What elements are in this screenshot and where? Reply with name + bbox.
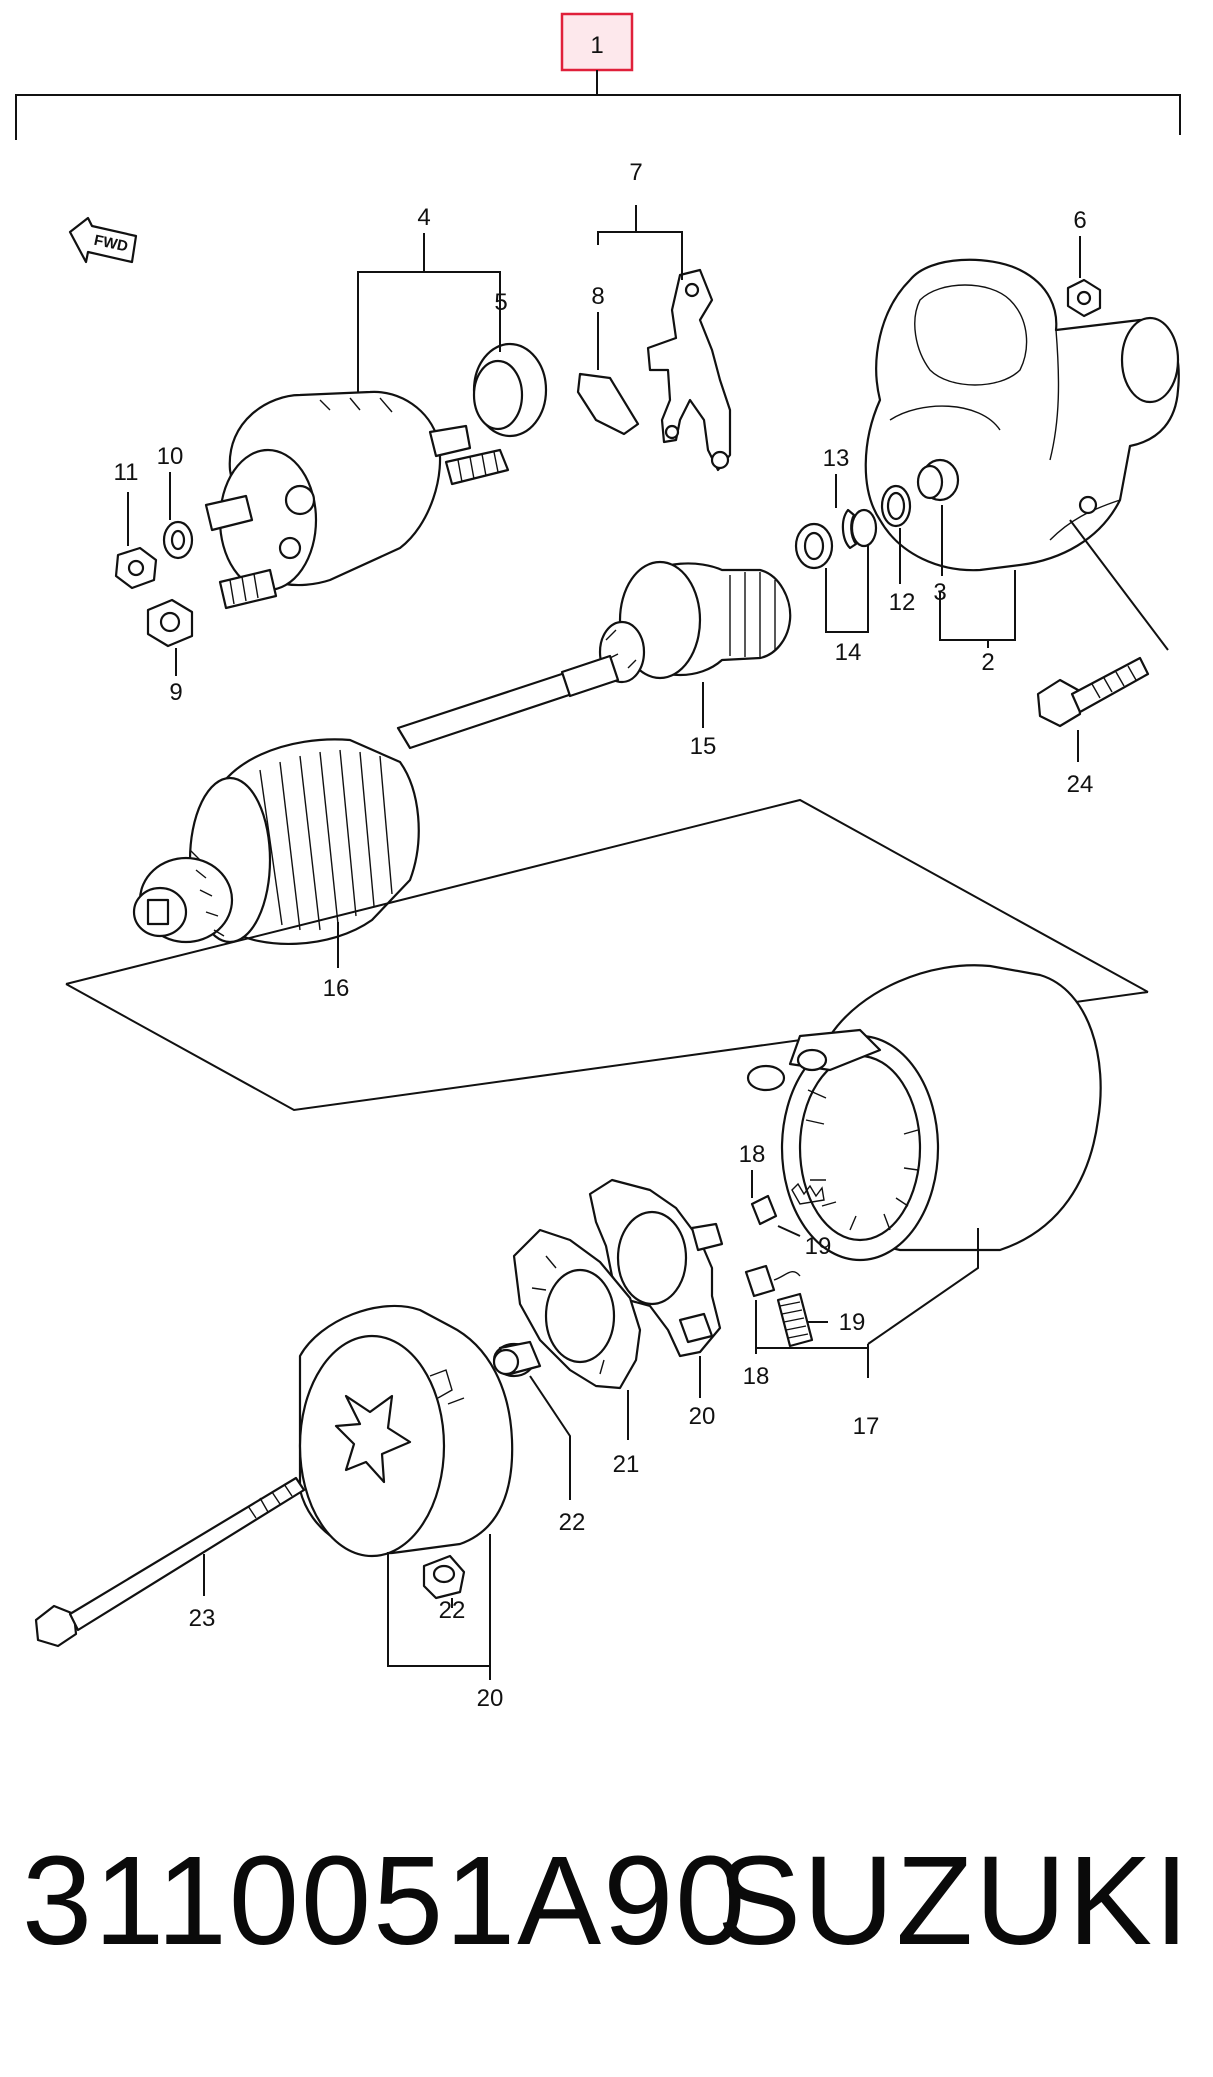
callout-5[interactable]: 5 bbox=[494, 289, 507, 316]
callout-20[interactable]: 20 bbox=[689, 1403, 716, 1430]
stop-collar bbox=[794, 522, 834, 570]
callout-15[interactable]: 15 bbox=[690, 733, 717, 760]
spring-upper bbox=[791, 1182, 825, 1205]
callout-11[interactable]: 11 bbox=[114, 459, 139, 486]
nut-11 bbox=[114, 546, 158, 590]
callout-17[interactable]: 17 bbox=[853, 1413, 880, 1440]
lever-pin bbox=[576, 372, 640, 436]
brush-upper bbox=[750, 1194, 778, 1226]
overrunning-clutch bbox=[598, 560, 792, 684]
drive-housing bbox=[864, 258, 1180, 572]
snap-ring bbox=[841, 508, 878, 550]
nut-9 bbox=[146, 598, 194, 648]
callout-26[interactable]: 24 bbox=[1067, 771, 1094, 798]
solenoid-switch bbox=[204, 390, 510, 610]
assembly-bracket: 1 bbox=[15, 12, 1181, 140]
callout-6[interactable]: 6 bbox=[1073, 207, 1086, 234]
callout-7[interactable]: 7 bbox=[629, 159, 642, 186]
callout-9[interactable]: 9 bbox=[169, 679, 182, 706]
nut-6 bbox=[1066, 278, 1102, 318]
callout-1[interactable]: 1 bbox=[590, 32, 603, 59]
shift-lever bbox=[646, 268, 732, 472]
callout-10[interactable]: 10 bbox=[157, 443, 184, 470]
bushing-23 bbox=[492, 1340, 542, 1378]
washer-12 bbox=[880, 484, 912, 528]
brush-lower bbox=[744, 1264, 801, 1298]
part-number: 3110051A90 bbox=[22, 1830, 748, 1971]
callout-22[interactable]: 20 bbox=[477, 1685, 504, 1712]
end-cap bbox=[422, 1554, 466, 1600]
brand-name: SUZUKI bbox=[716, 1830, 1191, 1971]
callout-21[interactable]: 21 bbox=[613, 1451, 640, 1478]
brush-plate bbox=[512, 1228, 642, 1390]
forward-arrow-label: FWD bbox=[92, 232, 129, 256]
callout-12[interactable]: 12 bbox=[889, 589, 916, 616]
bushing-3 bbox=[916, 458, 960, 502]
bolt-26 bbox=[1036, 656, 1150, 728]
callout-2[interactable]: 2 bbox=[981, 649, 994, 676]
yoke-field-frame bbox=[746, 964, 1102, 1262]
callout-16[interactable]: 16 bbox=[323, 975, 350, 1002]
armature bbox=[132, 654, 620, 946]
callout-18-lower[interactable]: 18 bbox=[743, 1363, 770, 1390]
callout-23[interactable]: 22 bbox=[559, 1509, 586, 1536]
callout-3[interactable]: 3 bbox=[933, 579, 946, 606]
callout-19-lower[interactable]: 19 bbox=[839, 1309, 866, 1336]
callout-8[interactable]: 8 bbox=[591, 283, 604, 310]
washer-10 bbox=[162, 520, 194, 560]
callout-4[interactable]: 4 bbox=[417, 204, 430, 231]
dust-boot bbox=[472, 342, 548, 438]
callout-18-upper[interactable]: 18 bbox=[739, 1141, 766, 1168]
callout-19-upper[interactable]: 19 bbox=[805, 1233, 832, 1260]
callout-25[interactable]: 23 bbox=[189, 1605, 216, 1632]
through-bolt bbox=[34, 1476, 306, 1648]
brush-holder bbox=[588, 1178, 724, 1358]
callout-24[interactable]: 22 bbox=[439, 1597, 466, 1624]
exploded-parts-diagram: 1 FWD 4 5 11 10 bbox=[15, 12, 1181, 1712]
callout-13[interactable]: 13 bbox=[823, 445, 850, 472]
spring-lower bbox=[776, 1292, 814, 1348]
end-frame bbox=[298, 1304, 514, 1558]
forward-arrow-icon: FWD bbox=[68, 216, 138, 264]
callout-14[interactable]: 14 bbox=[835, 639, 862, 666]
